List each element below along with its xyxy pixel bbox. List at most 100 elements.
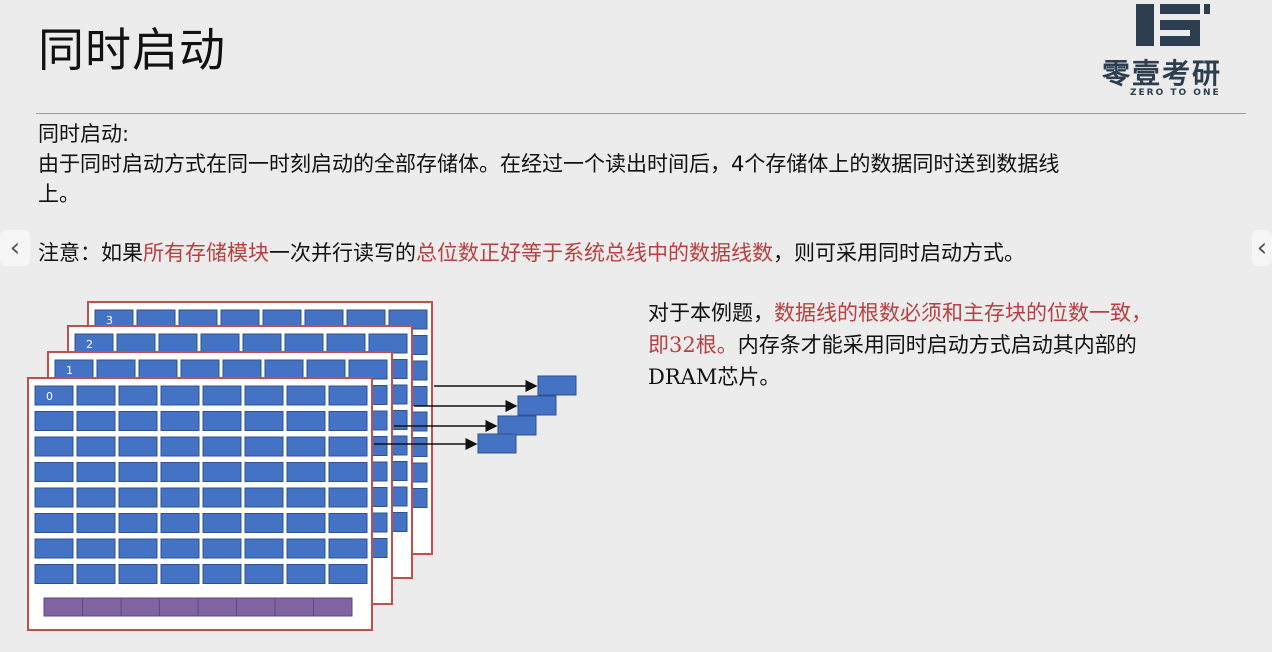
body-line-1: 由于同时启动方式在同一时刻启动的全部存储体。在经过一个读出时间后，4个存储体上的… — [38, 152, 1060, 176]
storage-cell — [160, 436, 200, 457]
storage-cell — [286, 564, 326, 584]
storage-cell — [202, 436, 242, 457]
storage-cell — [34, 385, 74, 406]
storage-cell — [286, 436, 326, 457]
note-middle: 一次并行读写的 — [269, 241, 416, 265]
storage-cell — [118, 411, 158, 431]
storage-cell — [328, 411, 368, 431]
bank-label-0: 0 — [46, 390, 53, 403]
storage-cell — [180, 359, 220, 380]
storage-cell — [76, 538, 116, 559]
storage-cell — [76, 513, 116, 533]
storage-cell — [368, 333, 408, 354]
storage-cell — [284, 333, 324, 354]
prev-slide-button[interactable]: ‹ — [0, 230, 30, 266]
storage-cell — [76, 436, 116, 457]
storage-cell — [160, 462, 200, 482]
chevron-left-icon: ‹ — [9, 233, 21, 263]
example-highlight-1: 数据线的根数必须和主存块的位数一致， — [774, 301, 1152, 325]
storage-cell — [202, 487, 242, 508]
output-register — [477, 433, 517, 454]
example-text-3: DRAM芯片。 — [648, 365, 781, 389]
storage-cell — [202, 462, 242, 482]
storage-cell — [286, 487, 326, 508]
storage-cell — [160, 411, 200, 431]
storage-cell — [116, 333, 156, 354]
output-register — [517, 395, 557, 416]
storage-cell — [202, 513, 242, 533]
storage-cell — [76, 411, 116, 431]
storage-cell — [34, 436, 74, 457]
storage-cell — [118, 538, 158, 559]
storage-cell — [328, 564, 368, 584]
storage-cell — [76, 462, 116, 482]
example-text-2: 内存条才能采用同时启动方式启动其内部的 — [737, 333, 1137, 357]
storage-cell — [306, 359, 346, 380]
storage-cell — [326, 333, 366, 354]
output-register — [497, 415, 537, 436]
storage-cell — [328, 462, 368, 482]
storage-cell — [76, 564, 116, 584]
example-highlight-2: 即32根。 — [648, 333, 738, 357]
storage-cell — [74, 333, 114, 354]
storage-cell — [34, 513, 74, 533]
storage-cell — [244, 564, 284, 584]
storage-cell — [244, 436, 284, 457]
chevron-right-icon: ‹ — [1256, 233, 1268, 263]
storage-cell — [160, 487, 200, 508]
storage-cell — [160, 385, 200, 406]
storage-cell — [160, 564, 200, 584]
output-register — [537, 375, 577, 396]
storage-cell — [222, 359, 262, 380]
bus-segment — [82, 597, 122, 617]
storage-cell — [328, 385, 368, 406]
title-divider — [36, 113, 1246, 114]
storage-cell — [286, 538, 326, 559]
storage-cell — [244, 385, 284, 406]
storage-cell — [202, 564, 242, 584]
storage-cell — [34, 487, 74, 508]
storage-cell — [200, 333, 240, 354]
storage-cell — [244, 513, 284, 533]
note-suffix: ，则可采用同时启动方式。 — [773, 241, 1025, 265]
storage-cell — [202, 411, 242, 431]
logo-mark-icon — [1136, 4, 1210, 46]
logo-subtitle: ZERO TO ONE — [1130, 88, 1221, 98]
bus-segment — [43, 597, 83, 617]
storage-cell — [118, 436, 158, 457]
storage-cell — [244, 411, 284, 431]
storage-cell — [118, 487, 158, 508]
bank-label-2: 2 — [86, 338, 93, 351]
storage-cell — [328, 487, 368, 508]
storage-cell — [118, 462, 158, 482]
storage-cell — [160, 538, 200, 559]
storage-cell — [286, 462, 326, 482]
storage-cell — [328, 513, 368, 533]
example-text-1: 对于本例题， — [648, 301, 774, 325]
storage-cell — [34, 538, 74, 559]
storage-cell — [202, 538, 242, 559]
storage-cell — [118, 385, 158, 406]
bus-segment — [313, 597, 353, 617]
storage-cell — [328, 436, 368, 457]
bus-segment — [120, 597, 160, 617]
storage-cell — [76, 385, 116, 406]
storage-cell — [348, 359, 388, 380]
note-paragraph: 注意：如果所有存储模块一次并行读写的总位数正好等于系统总线中的数据线数，则可采用… — [38, 238, 1025, 268]
example-paragraph: 对于本例题，数据线的根数必须和主存块的位数一致， 即32根。内存条才能采用同时启… — [648, 297, 1248, 393]
storage-cell — [244, 538, 284, 559]
body-line-2: 上。 — [38, 182, 80, 206]
storage-cell — [160, 513, 200, 533]
storage-cell — [34, 462, 74, 482]
note-highlight-modules: 所有存储模块 — [143, 241, 269, 265]
logo-text: 零壹考研 — [1102, 57, 1223, 90]
note-highlight-bits: 总位数正好等于系统总线中的数据线数 — [416, 241, 773, 265]
note-prefix: 注意：如果 — [38, 241, 143, 265]
storage-cell — [138, 359, 178, 380]
storage-cell — [118, 513, 158, 533]
storage-cell — [96, 359, 136, 380]
storage-cell — [158, 333, 198, 354]
bank-label-1: 1 — [66, 364, 73, 377]
next-slide-button[interactable]: ‹ — [1252, 230, 1272, 266]
bus-segment — [236, 597, 276, 617]
